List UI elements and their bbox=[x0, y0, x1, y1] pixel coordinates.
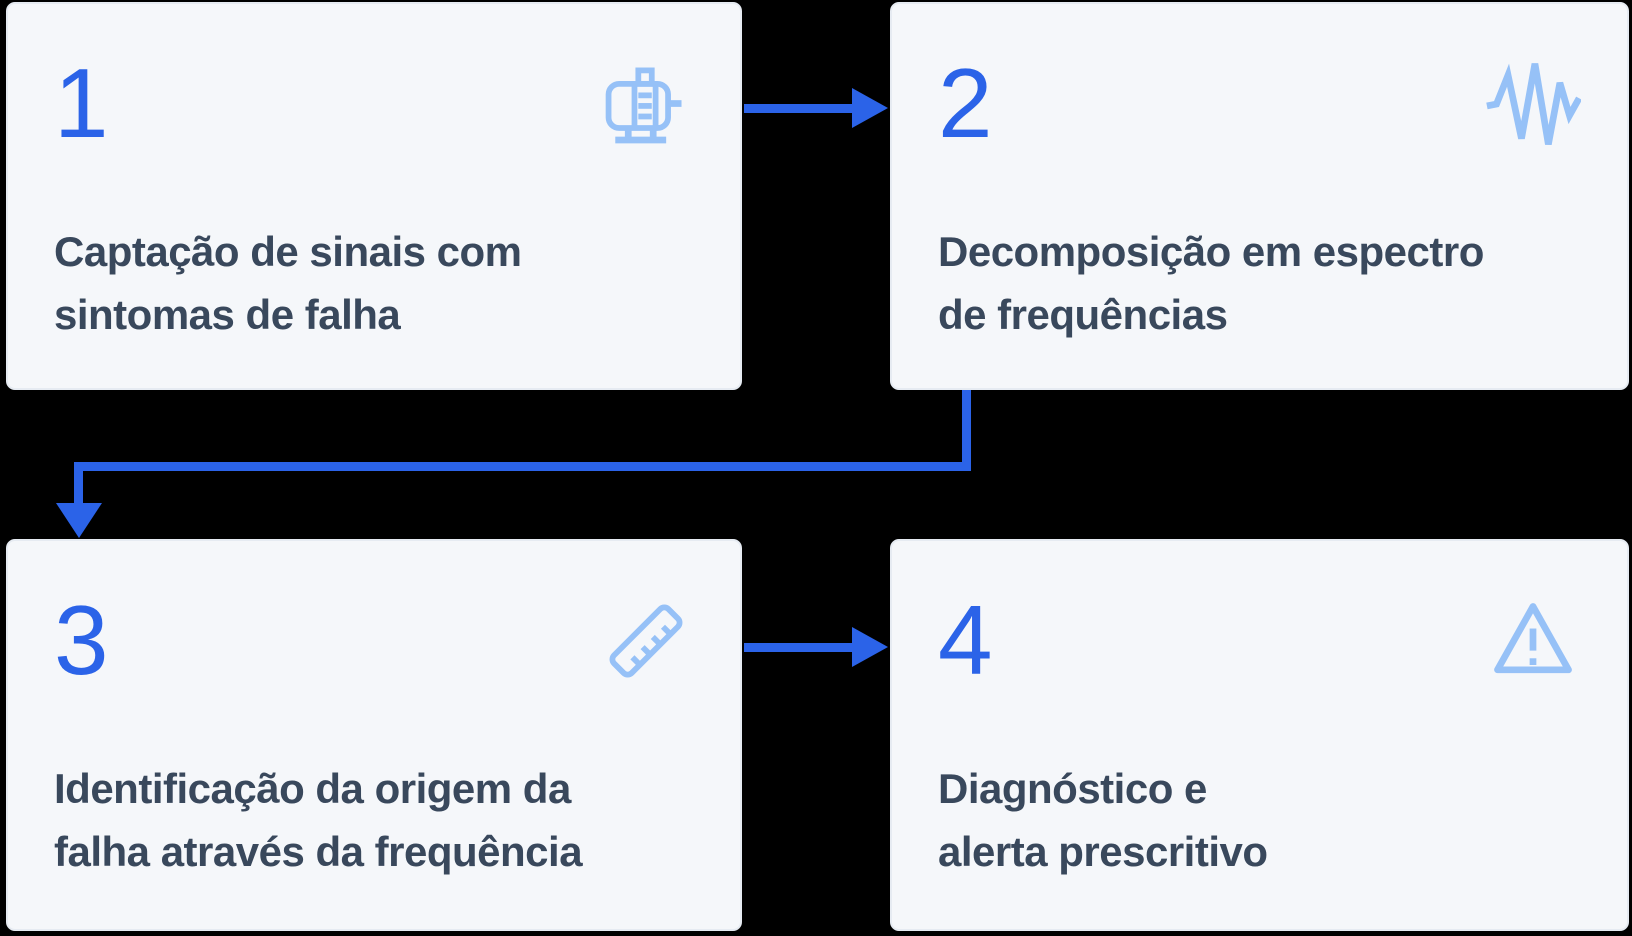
step-number: 3 bbox=[54, 585, 108, 695]
arrow-shaft bbox=[744, 104, 854, 113]
arrow-segment-vertical bbox=[74, 462, 83, 506]
step-card-1: 1 Captação de s bbox=[6, 2, 742, 390]
arrow-segment-vertical bbox=[962, 390, 971, 471]
step-title: Decomposição em espectro de frequências bbox=[938, 228, 1484, 338]
step-number: 1 bbox=[54, 48, 108, 158]
step-card-2: 2 Decomposição em espectro de frequência… bbox=[890, 2, 1629, 390]
waveform-icon bbox=[1485, 56, 1581, 152]
arrow-shaft bbox=[744, 643, 854, 652]
arrowhead-down-icon bbox=[56, 503, 102, 538]
warning-icon bbox=[1485, 593, 1581, 689]
step-number: 4 bbox=[938, 585, 992, 695]
step-card-3: 3 Identificação da origem da falha atrav… bbox=[6, 539, 742, 931]
arrow-segment-horizontal bbox=[74, 462, 971, 471]
arrowhead-right-icon bbox=[852, 88, 888, 128]
step-title: Captação de sinais com sintomas de falha bbox=[54, 228, 522, 338]
ruler-icon bbox=[598, 593, 694, 689]
step-title: Diagnóstico e alerta prescritivo bbox=[938, 765, 1268, 875]
step-number: 2 bbox=[938, 48, 992, 158]
motor-icon bbox=[598, 56, 694, 152]
arrowhead-right-icon bbox=[852, 627, 888, 667]
step-card-4: 4 Diagnóstico e alerta prescritivo bbox=[890, 539, 1629, 931]
step-title: Identificação da origem da falha através… bbox=[54, 765, 583, 875]
